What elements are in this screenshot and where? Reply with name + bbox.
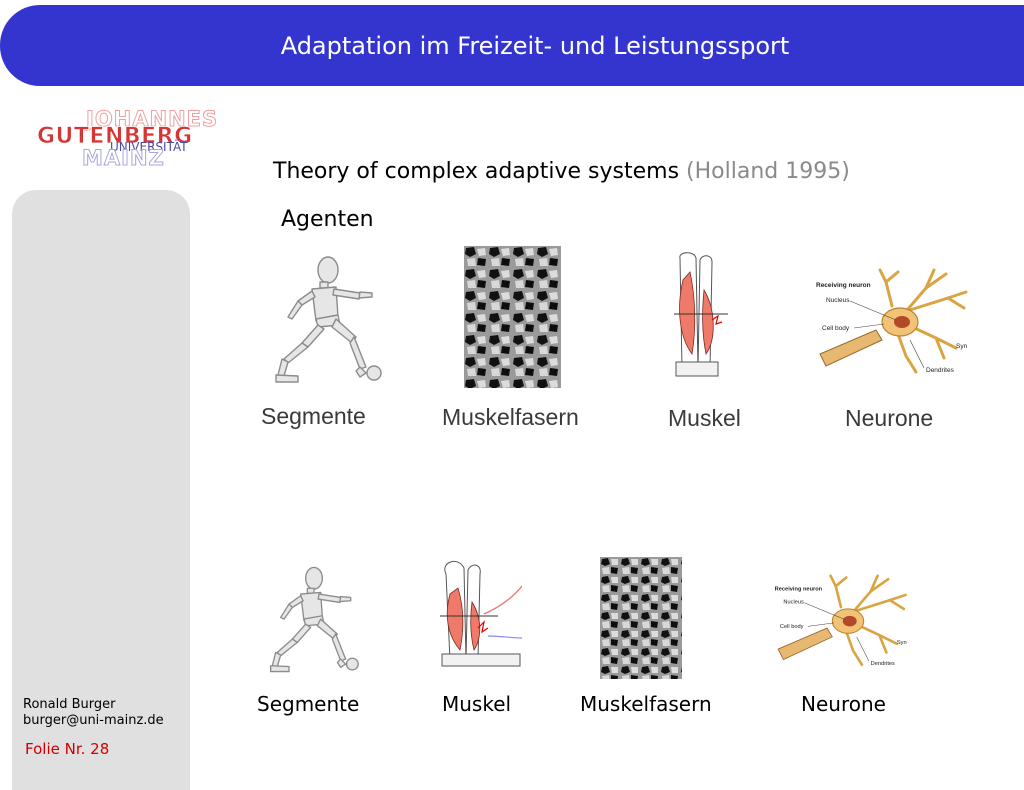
muscle-fiber-crosssection-icon: [600, 557, 682, 679]
arm-muscle-icon: [674, 252, 728, 377]
caption-muskelfasern-2: Muskelfasern: [580, 692, 712, 716]
left-sidebar: [12, 190, 190, 790]
kicking-mannequin-icon: [270, 566, 359, 673]
neuron-label-syn: Syn: [956, 343, 968, 350]
neuron-label-receiving: Receiving neuron: [775, 587, 823, 593]
neuron-label-dendrites: Dendrites: [926, 367, 955, 374]
caption-muskel-2: Muskel: [442, 692, 512, 716]
kicking-mannequin-icon: [275, 256, 382, 383]
logo-line-johannes: JOHANNES: [85, 107, 219, 132]
slide-subheading: Agenten: [281, 207, 374, 232]
arm-muscle-icon: [440, 560, 522, 667]
slide-title: Adaptation im Freizeit- und Leistungsspo…: [280, 32, 790, 60]
neuron-label-syn: Syn: [897, 640, 907, 646]
caption-segmente-2: Segmente: [257, 692, 360, 716]
muscle-fiber-crosssection-icon: [464, 246, 561, 388]
slide-heading: Theory of complex adaptive systems (Holl…: [273, 159, 850, 184]
neuron-label-receiving: Receiving neuron: [816, 282, 871, 289]
author-name: Ronald Burger: [23, 697, 116, 712]
heading-reference: (Holland 1995): [686, 159, 850, 184]
caption-muskelfasern-1: Muskelfasern: [442, 404, 579, 430]
caption-segmente-1: Segmente: [261, 403, 366, 429]
neuron-label-cellbody: Cell body: [780, 624, 804, 630]
caption-neurone-1: Neurone: [845, 405, 934, 431]
logo-line-gutenberg: GUTENBERG: [37, 124, 193, 150]
author-email: burger@uni-mainz.de: [23, 713, 164, 728]
neuron-label-nucleus: Nucleus: [826, 297, 850, 304]
neuron-label-cellbody: Cell body: [822, 325, 850, 332]
logo-line-universitaet: UNIVERSITÄT: [110, 140, 188, 154]
caption-neurone-2: Neurone: [801, 692, 886, 716]
heading-text: Theory of complex adaptive systems: [273, 159, 680, 184]
neuron-label-nucleus: Nucleus: [783, 600, 804, 606]
title-banner: [0, 5, 1024, 86]
caption-muskel-1: Muskel: [668, 405, 741, 431]
neuron-icon: Receiving neuron Nucleus Cell body Dendr…: [775, 574, 907, 667]
slide-number: Folie Nr. 28: [25, 740, 110, 758]
university-logo: JOHANNES GUTENBERG UNIVERSITÄT MAINZ: [36, 107, 218, 171]
neuron-icon: Receiving neuron Nucleus Cell body Dendr…: [816, 268, 968, 374]
neuron-label-dendrites: Dendrites: [871, 661, 895, 667]
logo-line-mainz: MAINZ: [82, 146, 165, 171]
